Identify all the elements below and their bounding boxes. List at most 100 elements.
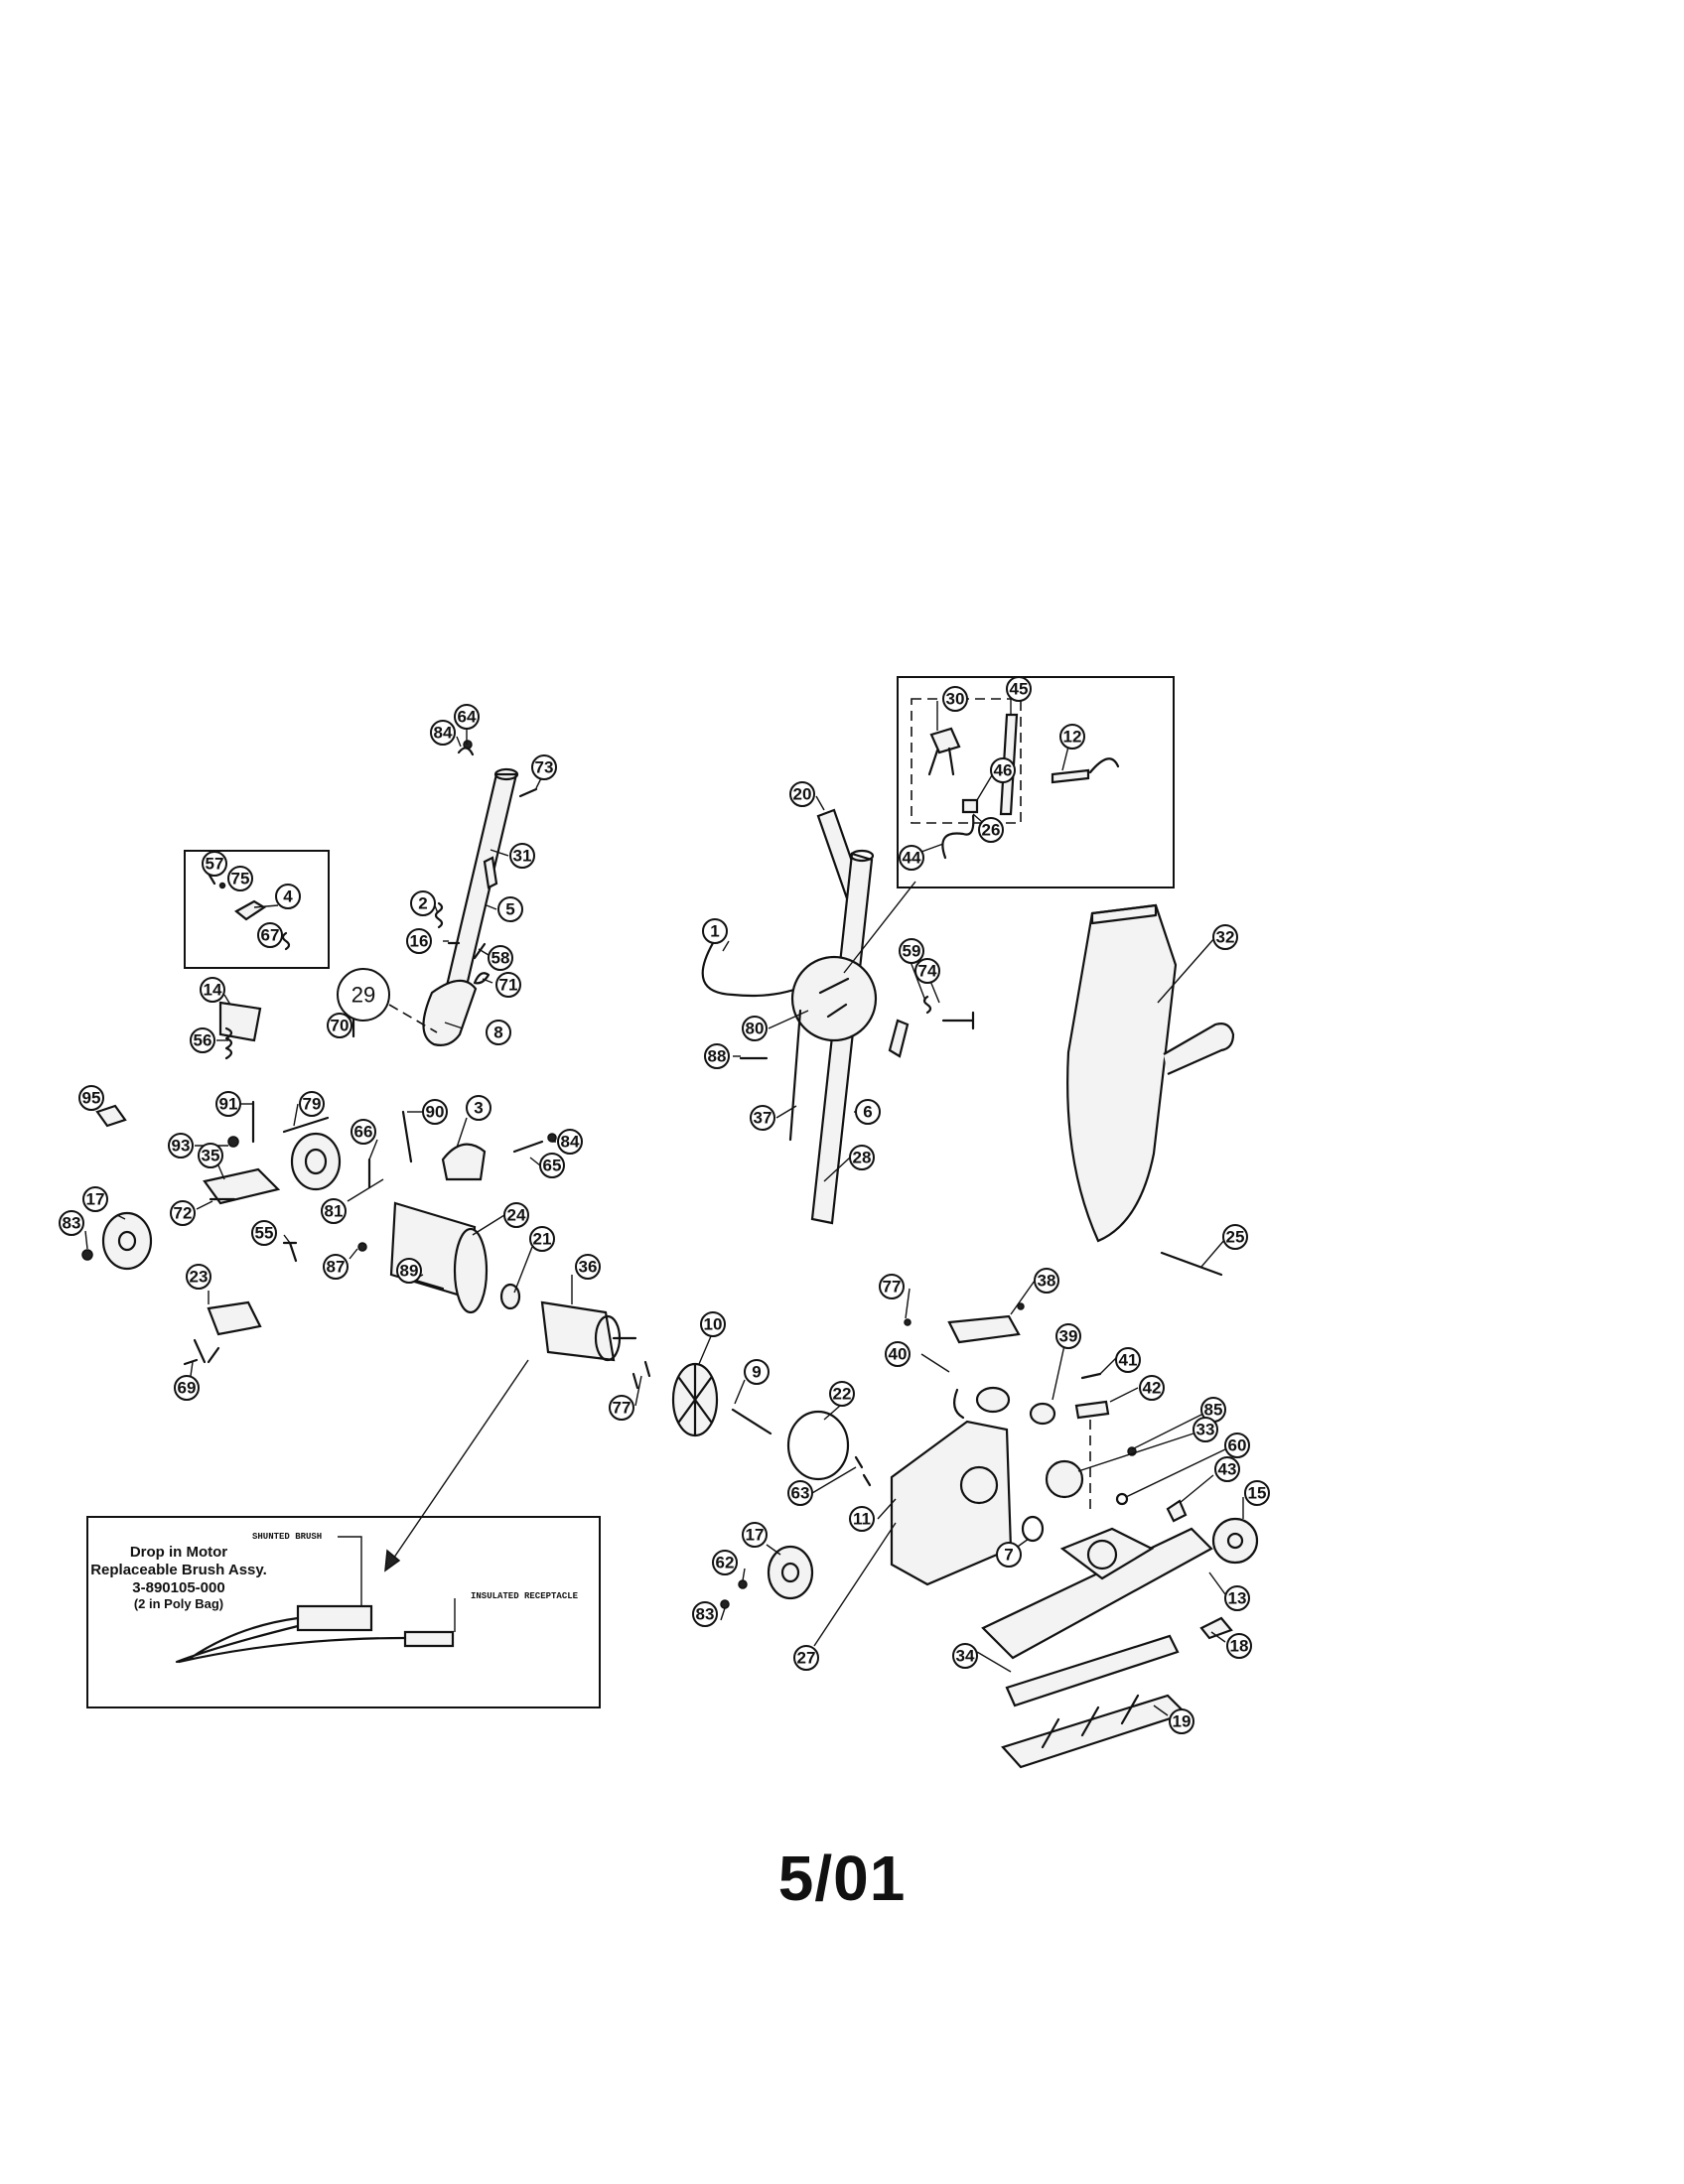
motor-cap-40 (975, 1386, 1011, 1414)
callout-84b: 84 (557, 1129, 583, 1155)
belt-7 (1021, 1515, 1045, 1543)
shaft-90 (401, 1110, 413, 1163)
switch-mount-80 (790, 955, 878, 1042)
insulated-receptacle-label: INSULATED RECEPTACLE (471, 1591, 579, 1601)
svg-text:36: 36 (579, 1258, 598, 1277)
screw-87 (357, 1242, 367, 1252)
callout-69: 69 (174, 1375, 200, 1401)
svg-text:27: 27 (797, 1649, 816, 1668)
callout-12: 12 (1059, 724, 1085, 750)
svg-text:26: 26 (982, 821, 1001, 840)
nut-38 (1017, 1302, 1025, 1310)
callout-18: 18 (1226, 1633, 1252, 1659)
callout-29: 29 (337, 968, 390, 1022)
svg-text:71: 71 (499, 976, 518, 995)
svg-text:6: 6 (863, 1103, 872, 1122)
cord-hook-37 (788, 1009, 802, 1142)
callout-67: 67 (257, 922, 283, 948)
callout-32: 32 (1212, 924, 1238, 950)
callout-37: 37 (750, 1105, 775, 1131)
svg-text:1: 1 (710, 922, 719, 941)
callout-45: 45 (1006, 676, 1032, 702)
spring-56 (224, 1026, 233, 1060)
callout-22: 22 (829, 1381, 855, 1407)
callout-17-right: 17 (742, 1522, 768, 1548)
screws-63 (854, 1455, 872, 1487)
bracket-14 (218, 1001, 262, 1042)
svg-text:38: 38 (1038, 1272, 1056, 1291)
switch-leader (843, 881, 916, 974)
callout-60: 60 (1224, 1433, 1250, 1458)
motor-note-line4: (2 in Poly Bag) (134, 1596, 223, 1611)
switch-wires-30 (927, 747, 955, 776)
motor-housing-24 (389, 1201, 489, 1314)
svg-text:84: 84 (561, 1133, 580, 1152)
svg-text:5: 5 (505, 900, 514, 919)
svg-text:59: 59 (903, 942, 921, 961)
callout-7: 7 (996, 1542, 1022, 1568)
screw-65 (512, 1140, 544, 1154)
screw-83-left (81, 1249, 93, 1261)
svg-text:30: 30 (946, 690, 965, 709)
nut-93 (227, 1136, 239, 1148)
fan-housing-11 (890, 1420, 1013, 1586)
svg-text:74: 74 (918, 962, 937, 981)
callout-89: 89 (396, 1258, 422, 1284)
svg-text:57: 57 (206, 855, 224, 874)
callout-90: 90 (422, 1099, 448, 1125)
svg-text:10: 10 (704, 1315, 723, 1334)
svg-text:13: 13 (1228, 1589, 1247, 1608)
svg-text:73: 73 (535, 758, 554, 777)
wire-41 (1080, 1372, 1102, 1380)
callout-63: 63 (787, 1480, 813, 1506)
svg-text:33: 33 (1196, 1421, 1215, 1439)
svg-text:12: 12 (1063, 728, 1082, 747)
callout-55: 55 (251, 1220, 277, 1246)
svg-text:81: 81 (325, 1202, 344, 1221)
brush-arrow-head (384, 1549, 401, 1572)
callout-85: 85 (1200, 1397, 1226, 1423)
callout-11: 11 (849, 1506, 875, 1532)
fan-10 (671, 1362, 719, 1437)
nozzle-base-13 (981, 1527, 1213, 1660)
shunted-brush-leader (338, 1536, 362, 1606)
callout-40: 40 (885, 1341, 911, 1367)
brush-wires (175, 1616, 300, 1664)
callout-62: 62 (712, 1550, 738, 1575)
svg-text:70: 70 (331, 1017, 350, 1035)
callout-77-left: 77 (609, 1395, 634, 1421)
svg-text:35: 35 (202, 1147, 220, 1165)
switch-30 (929, 727, 961, 754)
insulated-receptacle (403, 1630, 455, 1648)
bracket-35 (203, 1167, 281, 1205)
leader-lines (84, 699, 1244, 1716)
shaft-9 (731, 1408, 772, 1435)
svg-text:42: 42 (1143, 1379, 1162, 1398)
brush-arrow (384, 1359, 529, 1571)
wheel-17-left (101, 1211, 153, 1271)
svg-text:32: 32 (1216, 928, 1235, 947)
callout-2: 2 (410, 890, 436, 916)
svg-text:83: 83 (696, 1605, 715, 1624)
switch-inset-box (897, 676, 1175, 888)
lever-58 (473, 942, 487, 960)
svg-text:67: 67 (261, 926, 280, 945)
screws-77-left (632, 1360, 651, 1390)
callout-28: 28 (849, 1145, 875, 1170)
bulb-39 (1029, 1402, 1056, 1426)
clip-43 (1166, 1499, 1188, 1523)
clip-95 (95, 1104, 127, 1128)
pulley-33 (1045, 1459, 1084, 1499)
svg-text:17: 17 (86, 1190, 105, 1209)
spring-2 (434, 901, 444, 929)
svg-text:3: 3 (474, 1099, 483, 1118)
svg-text:60: 60 (1228, 1436, 1247, 1455)
callout-83-right: 83 (692, 1601, 718, 1627)
clip-84 (457, 747, 475, 756)
svg-text:16: 16 (410, 932, 429, 951)
svg-text:44: 44 (903, 849, 921, 868)
callout-41: 41 (1115, 1347, 1141, 1373)
callout-27: 27 (793, 1645, 819, 1671)
callout-24: 24 (503, 1202, 529, 1228)
svg-text:43: 43 (1218, 1460, 1237, 1479)
